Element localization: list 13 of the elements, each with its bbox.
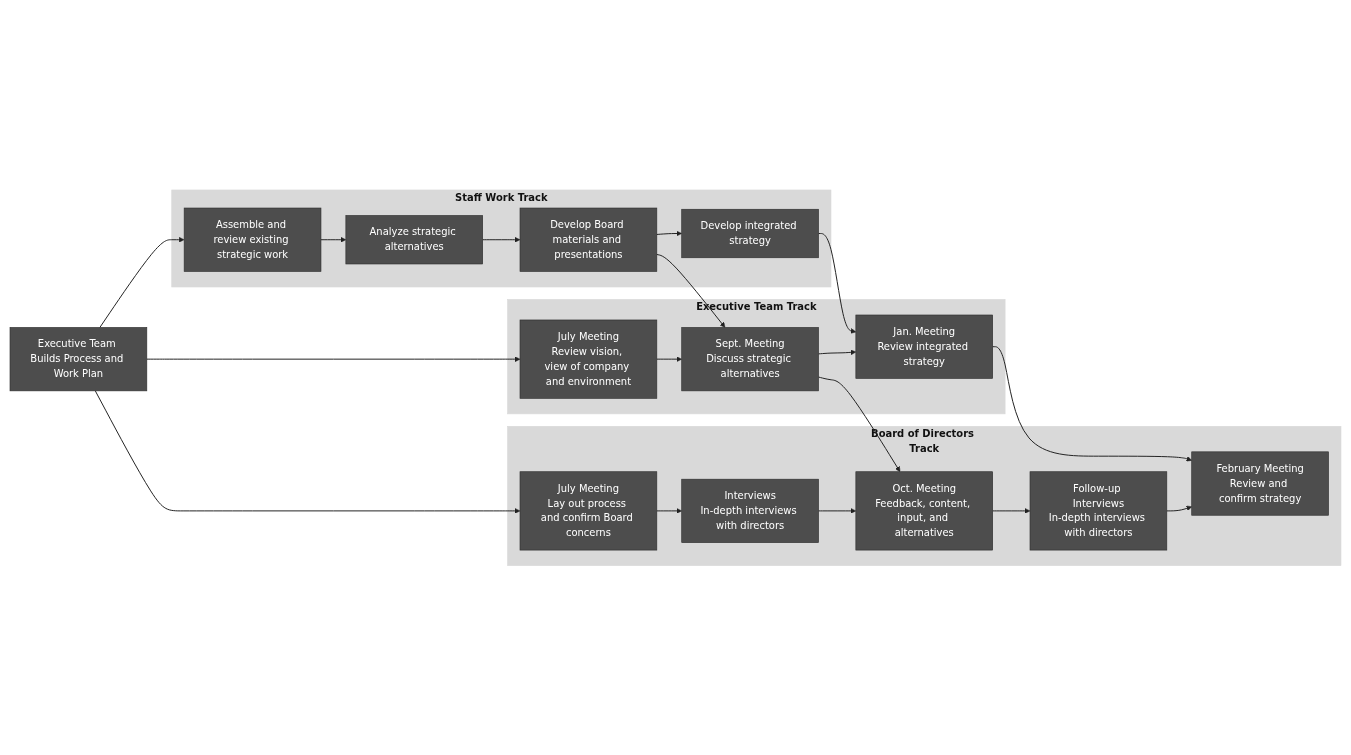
node-box: Interviews In-depth interviews with directors xyxy=(681,478,819,543)
node-box: Analyze strategic alternatives xyxy=(345,214,483,264)
node-box: Oct. Meeting Feedback, content, input, and alternatives xyxy=(855,471,993,551)
node-box: Sept. Meeting Discuss strategic alternatives xyxy=(681,326,819,391)
node-box: Jan. Meeting Review integrated strategy xyxy=(855,314,993,379)
node-box: July Meeting Review vision, view of company and environment xyxy=(519,319,658,399)
node-box: Develop integrated strategy xyxy=(681,208,819,258)
node-box: Develop Board materials and presentations xyxy=(519,207,658,272)
node-box: Executive Team Builds Process and Work Plan xyxy=(9,326,148,391)
node-box: July Meeting Lay out process and confirm Board concerns xyxy=(519,471,658,551)
node-box: Follow-up Interviews In-depth interviews with directors xyxy=(1029,471,1168,551)
node-box: February Meeting Review and confirm strategy xyxy=(1191,451,1329,516)
node-box: Assemble and review existing strategic work xyxy=(183,207,322,272)
